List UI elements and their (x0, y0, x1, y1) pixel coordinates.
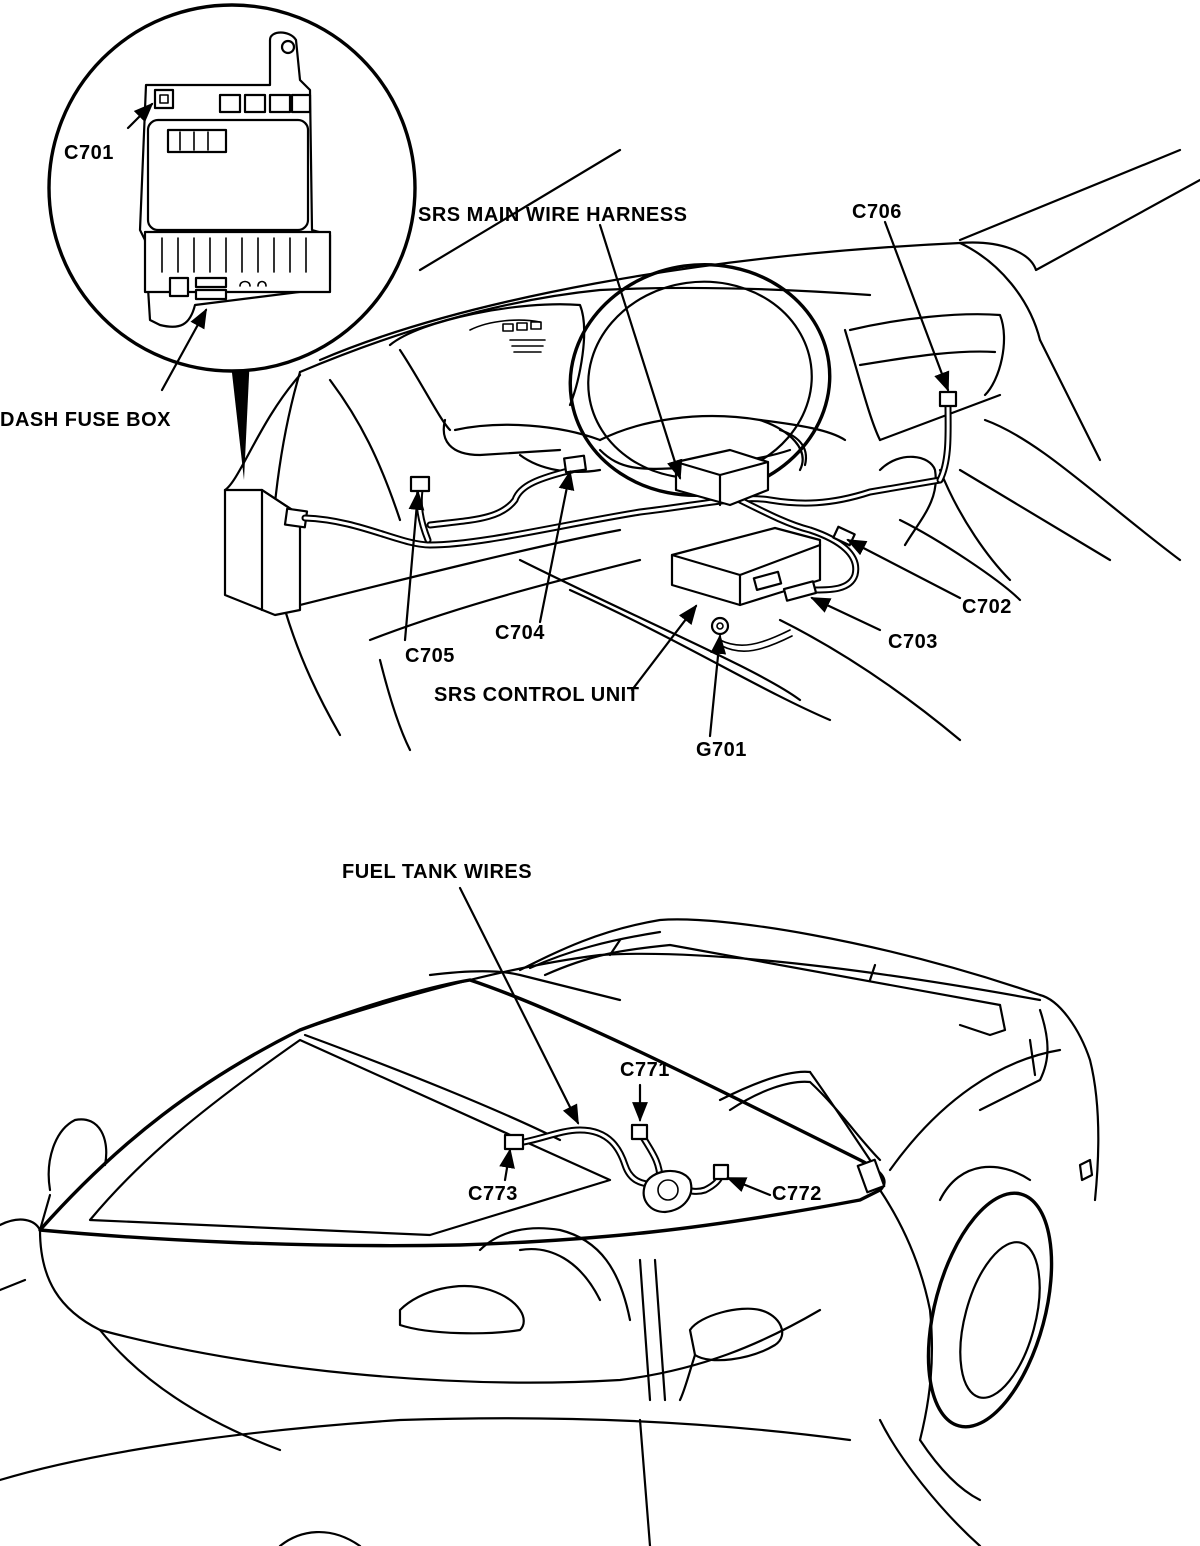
top-leader-arrows (403, 220, 962, 738)
srs-control-unit (670, 448, 822, 636)
srs-main-wire-harness (301, 401, 952, 652)
label-c704: C704 (495, 622, 545, 644)
label-g701: G701 (696, 739, 747, 761)
label-fuel-tank-wires: FUEL TANK WIRES (342, 861, 533, 883)
label-c706: C706 (852, 201, 902, 223)
car-drawing (0, 918, 1100, 1546)
label-c771: C771 (620, 1059, 670, 1081)
connector-c705 (409, 475, 431, 493)
label-dash-fuse-box: DASH FUSE BOX (0, 409, 171, 431)
label-c701: C701 (64, 142, 114, 164)
label-c703: C703 (888, 631, 938, 653)
label-srs-main-wire-harness: SRS MAIN WIRE HARNESS (418, 204, 688, 226)
label-c705: C705 (405, 645, 455, 667)
connector-c771 (630, 1123, 649, 1141)
connector-c772 (712, 1163, 730, 1181)
label-c773: C773 (468, 1183, 518, 1205)
fuse-box-inset (47, 3, 417, 392)
connector-c706 (938, 390, 958, 408)
connector-c704 (563, 454, 587, 474)
connector-c773 (503, 1133, 525, 1151)
dashboard-drawing (223, 148, 1200, 752)
bottom-leader-arrows (458, 886, 772, 1197)
label-c772: C772 (772, 1183, 822, 1205)
label-c702: C702 (962, 596, 1012, 618)
label-srs-control-unit: SRS CONTROL UNIT (434, 684, 640, 706)
